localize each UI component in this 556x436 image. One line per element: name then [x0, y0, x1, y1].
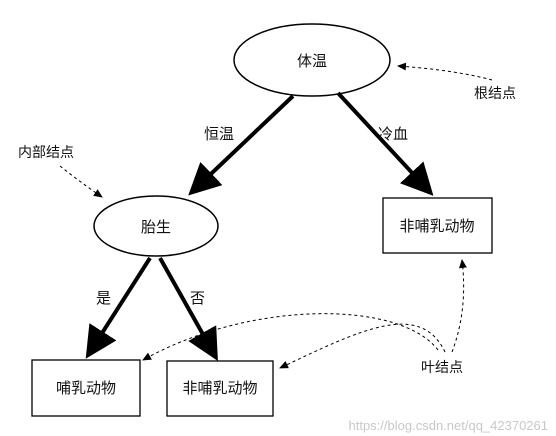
leaf-node-nonmammal	[166, 360, 274, 417]
leaf-node-cold	[382, 197, 493, 254]
edge-cold	[336, 91, 434, 196]
edge-label-warm: 恒温	[204, 125, 234, 143]
annotation-root-arrow	[397, 62, 493, 81]
annotation-internal-node: 内部结点	[18, 145, 74, 161]
annotation-internal-arrow	[59, 165, 103, 198]
annotation-leaf-arrow-mid	[279, 323, 446, 369]
annotation-leaf-arrow-top	[451, 259, 467, 353]
edge-label-cold: 冷血	[378, 125, 408, 143]
annotation-leaf-node: 叶结点	[421, 360, 463, 376]
leaf-node-mammal-label: 哺乳动物	[56, 379, 116, 397]
edge-no	[158, 257, 218, 361]
annotation-root-node: 根结点	[474, 86, 516, 102]
edge-label-yes: 是	[96, 289, 111, 307]
edge-yes	[85, 256, 152, 359]
edge-warm	[188, 94, 295, 196]
leaf-node-mammal	[31, 359, 141, 417]
edge-label-no: 否	[190, 289, 205, 307]
internal-node-label: 胎生	[141, 218, 171, 236]
watermark: https://blog.csdn.net/qq_42370261	[349, 418, 549, 433]
root-node-label: 体温	[297, 52, 327, 70]
internal-node	[93, 195, 219, 257]
annotation-leaf-arrow-left	[142, 313, 439, 361]
leaf-node-nonmammal-label: 非哺乳动物	[182, 379, 257, 397]
root-node	[233, 23, 391, 97]
leaf-node-cold-label: 非哺乳动物	[399, 217, 474, 235]
